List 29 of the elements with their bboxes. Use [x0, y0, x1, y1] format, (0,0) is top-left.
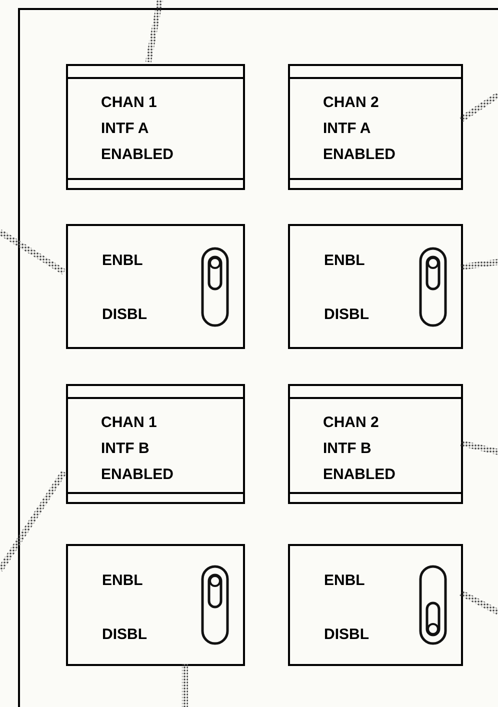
switch-position-label: DISBL	[102, 306, 147, 324]
indicator-lamp	[66, 384, 245, 504]
switch-position-label: ENBL	[324, 252, 365, 270]
switch-position-label: ENBL	[102, 572, 143, 590]
indicator-lamp	[66, 64, 245, 190]
leader-line	[0, 470, 67, 572]
switch-plate	[66, 224, 245, 349]
switch-plate	[288, 544, 463, 666]
indicator-lamp	[288, 384, 463, 504]
lamp-label: CHAN 2 INTF A ENABLED	[323, 93, 397, 165]
leader-line	[182, 664, 188, 707]
switch-position-label: DISBL	[324, 626, 369, 644]
lamp-label: CHAN 1 INTF B ENABLED	[101, 413, 175, 485]
leader-line	[459, 92, 498, 122]
leader-line	[460, 259, 498, 270]
leader-line	[460, 590, 498, 615]
switch-position-label: DISBL	[324, 306, 369, 324]
switch-position-label: DISBL	[102, 626, 147, 644]
switch-plate	[288, 224, 463, 349]
leader-line	[460, 440, 498, 455]
leader-line	[0, 229, 66, 274]
control-panel	[18, 8, 498, 707]
leader-line	[145, 0, 163, 63]
indicator-lamp	[288, 64, 463, 190]
switch-position-label: ENBL	[102, 252, 143, 270]
switch-position-label: ENBL	[324, 572, 365, 590]
lamp-label: CHAN 2 INTF B ENABLED	[323, 413, 397, 485]
switch-plate	[66, 544, 245, 666]
lamp-label: CHAN 1 INTF A ENABLED	[101, 93, 175, 165]
